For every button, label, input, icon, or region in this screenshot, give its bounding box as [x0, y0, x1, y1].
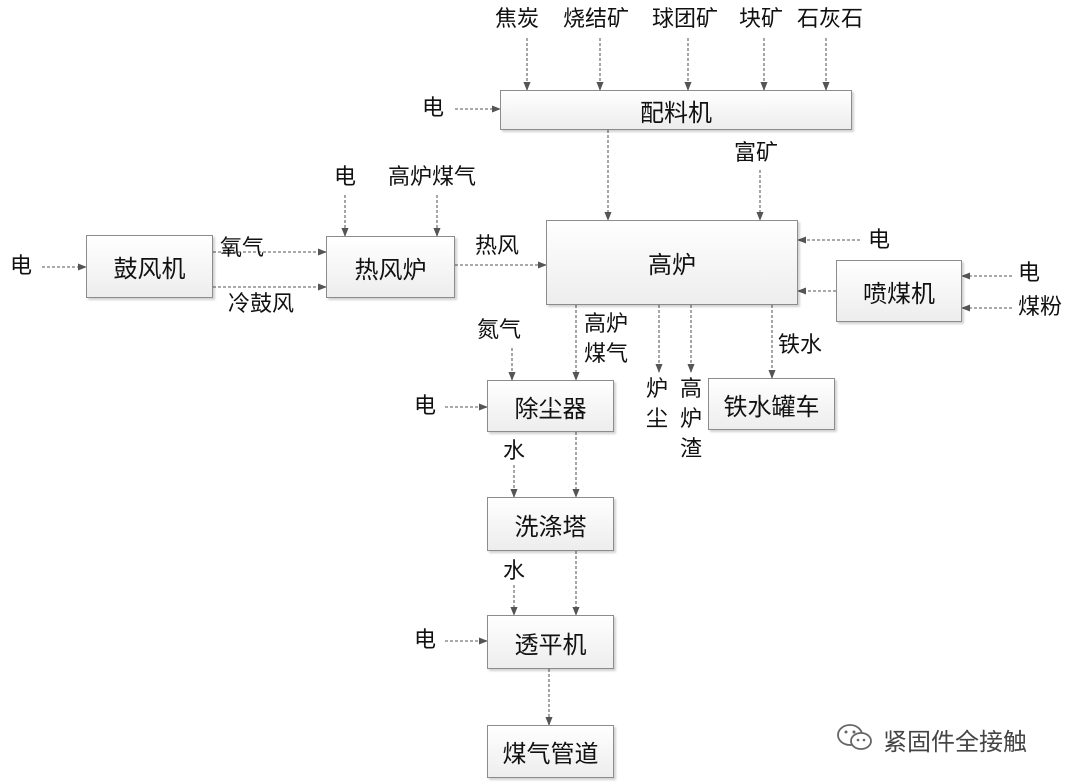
label-slag: 高炉渣	[679, 377, 702, 462]
label-hot-blast: 热风	[475, 234, 520, 259]
scrubber-box: 洗涤塔	[487, 497, 614, 551]
label-elec-trt: 电	[414, 628, 437, 653]
label-limestone: 石灰石	[797, 7, 864, 32]
label-pellet: 球团矿	[652, 7, 719, 32]
coal-injector-box: 喷煤机	[836, 260, 962, 322]
label-bf-gas-out: 高炉煤气	[583, 312, 628, 367]
label-furnace-dust: 炉尘	[645, 377, 668, 432]
label-nitrogen: 氮气	[477, 318, 522, 343]
trt-box: 透平机	[487, 615, 614, 669]
label-lump-ore: 块矿	[739, 7, 784, 32]
gas-pipeline-box: 煤气管道	[487, 725, 614, 778]
hot-stove-box: 热风炉	[326, 236, 455, 298]
dust-collector-box: 除尘器	[487, 380, 614, 432]
label-bf-gas-stove: 高炉煤气	[388, 165, 477, 190]
label-oxygen: 氧气	[220, 236, 265, 261]
label-elec-injector: 电	[1018, 261, 1041, 286]
label-elec-stove: 电	[334, 165, 357, 190]
label-coke: 焦炭	[495, 7, 540, 32]
label-hot-metal: 铁水	[778, 333, 823, 358]
label-coal-powder: 煤粉	[1018, 295, 1063, 320]
batcher-box: 配料机	[500, 90, 852, 130]
label-elec-batcher: 电	[422, 96, 445, 121]
label-water-scrubber: 水	[503, 439, 526, 464]
label-rich-ore: 富矿	[734, 141, 779, 166]
label-elec-furnace: 电	[868, 228, 891, 253]
label-cold-blast: 冷鼓风	[228, 292, 295, 317]
label-water-trt: 水	[503, 559, 526, 584]
blast-furnace-box: 高炉	[546, 220, 798, 305]
blower-box: 鼓风机	[86, 235, 213, 298]
watermark-text: 紧固件全接触	[883, 728, 1027, 756]
label-elec-blower: 电	[10, 254, 33, 279]
wechat-icon	[837, 724, 872, 750]
hot-metal-car-box: 铁水罐车	[708, 378, 835, 430]
label-elec-dust: 电	[414, 394, 437, 419]
label-sinter: 烧结矿	[563, 7, 630, 32]
